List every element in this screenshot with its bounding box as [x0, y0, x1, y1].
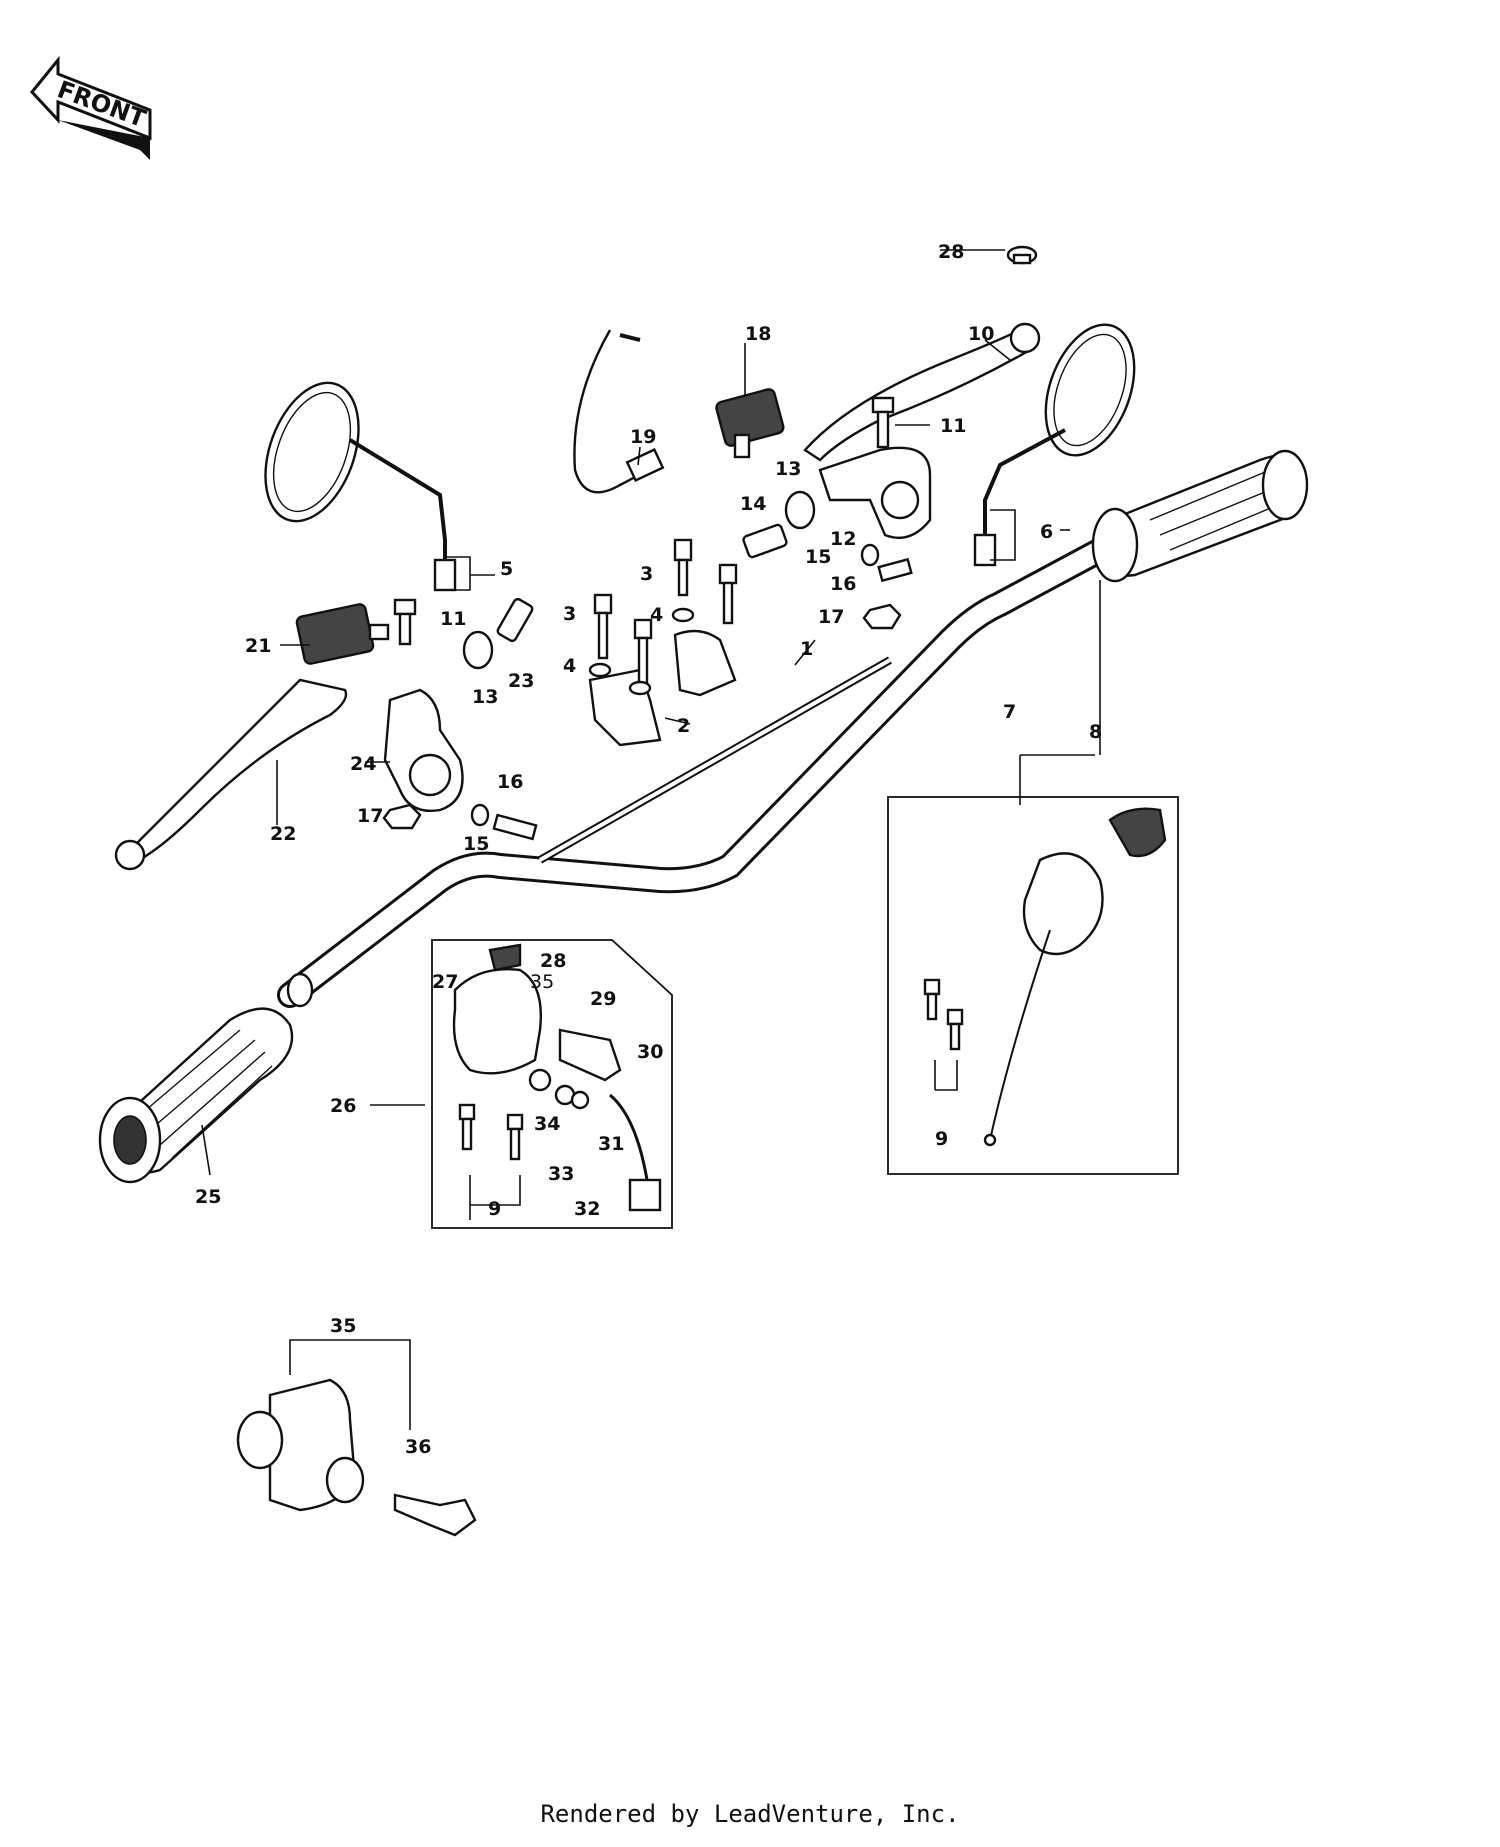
footer-credit: Rendered by LeadVenture, Inc. — [540, 1800, 960, 1828]
bolt-11-parts — [393, 396, 895, 646]
label-35: 35 — [530, 971, 554, 993]
label-4: 4 — [563, 655, 576, 677]
label-3: 3 — [563, 603, 576, 625]
label-10: 10 — [968, 323, 994, 345]
label-18: 18 — [745, 323, 771, 345]
label-3: 3 — [640, 563, 653, 585]
leader-lines — [201, 249, 1101, 1430]
label-24: 24 — [350, 753, 376, 775]
label-28: 28 — [938, 241, 964, 263]
left-lever-part — [114, 678, 348, 871]
label-25: 25 — [195, 1186, 221, 1208]
left-switch-housing-part — [452, 943, 662, 1212]
label-36: 36 — [405, 1436, 431, 1458]
label-9: 9 — [935, 1128, 948, 1150]
left-lever-holder-part — [383, 688, 464, 812]
label-4: 4 — [650, 604, 663, 626]
label-8: 8 — [1089, 721, 1102, 743]
right-grip-part — [1091, 449, 1309, 583]
label-13: 13 — [775, 458, 801, 480]
adjuster-parts — [462, 490, 816, 670]
label-34: 34 — [534, 1113, 560, 1135]
left-switch-assembly-box — [431, 939, 673, 1229]
right-switch-assembly-box — [887, 796, 1179, 1175]
right-lever-holder-part — [818, 446, 932, 540]
front-arrow-icon: FRONT — [30, 55, 152, 160]
label-35: 35 — [330, 1315, 356, 1337]
label-27: 27 — [432, 971, 458, 993]
washer-4-parts — [588, 607, 695, 696]
label-6: 6 — [1040, 521, 1053, 543]
ignition-key-part — [393, 1493, 477, 1537]
label-2: 2 — [677, 715, 690, 737]
bolt-3-parts — [593, 538, 738, 685]
label-19: 19 — [630, 426, 656, 448]
label-30: 30 — [637, 1041, 663, 1063]
label-28: 28 — [540, 950, 566, 972]
brake-lever-part — [803, 322, 1041, 462]
front-arrow-label: FRONT — [54, 75, 150, 133]
switch-21-part — [295, 603, 390, 665]
label-17: 17 — [818, 606, 844, 628]
cap-part — [1006, 245, 1038, 265]
clamp-lower-part — [588, 668, 662, 747]
label-11: 11 — [440, 608, 466, 630]
left-mirror-part — [264, 381, 457, 592]
label-13: 13 — [472, 686, 498, 708]
label-22: 22 — [270, 823, 296, 845]
label-16: 16 — [830, 573, 856, 595]
label-1: 1 — [800, 638, 813, 660]
label-11: 11 — [940, 415, 966, 437]
label-16: 16 — [497, 771, 523, 793]
label-14: 14 — [740, 493, 766, 515]
label-21: 21 — [245, 635, 271, 657]
right-mirror-part — [973, 323, 1136, 567]
part-labels: 1 2 3 3 4 4 5 6 7 8 9 9 10 11 11 12 13 1… — [195, 241, 1102, 1458]
label-15: 15 — [463, 833, 489, 855]
switch-18-part — [715, 388, 785, 459]
label-23: 23 — [508, 670, 534, 692]
ignition-switch-part — [236, 1378, 365, 1512]
label-31: 31 — [598, 1133, 624, 1155]
label-26: 26 — [330, 1095, 356, 1117]
wire-19-part — [573, 329, 665, 494]
handlebar-part — [277, 532, 1123, 1008]
fastener-15-16-17-parts — [382, 543, 913, 841]
clamp-upper-part — [673, 629, 737, 697]
label-12: 12 — [830, 528, 856, 550]
left-grip-part — [98, 1007, 294, 1184]
label-5: 5 — [500, 558, 513, 580]
label-7: 7 — [1003, 701, 1016, 723]
label-29: 29 — [590, 988, 616, 1010]
label-9: 9 — [488, 1198, 501, 1220]
label-32: 32 — [574, 1198, 600, 1220]
label-33: 33 — [548, 1163, 574, 1185]
right-switch-housing-part — [923, 807, 1167, 1147]
label-17: 17 — [357, 805, 383, 827]
label-15: 15 — [805, 546, 831, 568]
